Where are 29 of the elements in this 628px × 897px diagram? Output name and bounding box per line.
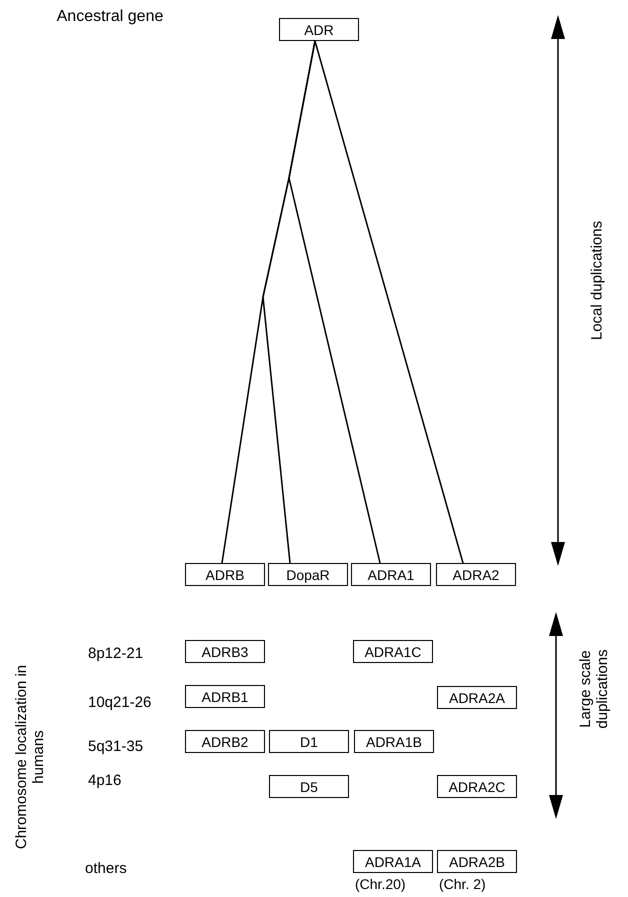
gene-box: ADRA2C bbox=[437, 775, 517, 798]
gene-box: DopaR bbox=[268, 563, 348, 586]
chromosome-label: 4p16 bbox=[88, 772, 122, 789]
chromosome-label: others bbox=[85, 860, 127, 877]
axis-caption: Large scale duplications bbox=[577, 648, 611, 731]
gene-box: ADRB bbox=[185, 563, 265, 586]
chromosome-label: 10q21-26 bbox=[88, 694, 152, 711]
gene-box: ADRA1A bbox=[353, 850, 433, 873]
axis-caption: Chromosome localization in humans bbox=[13, 664, 47, 852]
row-label: Ancestral gene bbox=[56, 8, 164, 26]
chromosome-note: (Chr.20) bbox=[355, 876, 406, 892]
tree-branch bbox=[288, 40, 381, 564]
gene-box: ADRA1 bbox=[351, 563, 431, 586]
chromosome-note: (Chr. 2) bbox=[439, 876, 486, 892]
axis-caption: Local duplications bbox=[588, 220, 606, 342]
gene-box: ADRB3 bbox=[185, 640, 265, 663]
gene-box: D5 bbox=[269, 775, 349, 798]
gene-box: ADR bbox=[279, 18, 359, 41]
gene-box: ADRA2A bbox=[437, 686, 517, 709]
gene-box: ADRA2B bbox=[437, 850, 517, 873]
gene-box: D1 bbox=[269, 730, 349, 753]
chromosome-label: 5q31-35 bbox=[88, 738, 144, 755]
gene-box: ADRB2 bbox=[185, 730, 265, 753]
chromosome-label: 8p12-21 bbox=[88, 645, 144, 662]
gene-box: ADRA1C bbox=[353, 640, 433, 663]
gene-box: ADRB1 bbox=[185, 685, 265, 708]
tree-branch bbox=[314, 40, 464, 564]
gene-box: ADRA1B bbox=[354, 730, 434, 753]
gene-box: ADRA2 bbox=[436, 563, 516, 586]
